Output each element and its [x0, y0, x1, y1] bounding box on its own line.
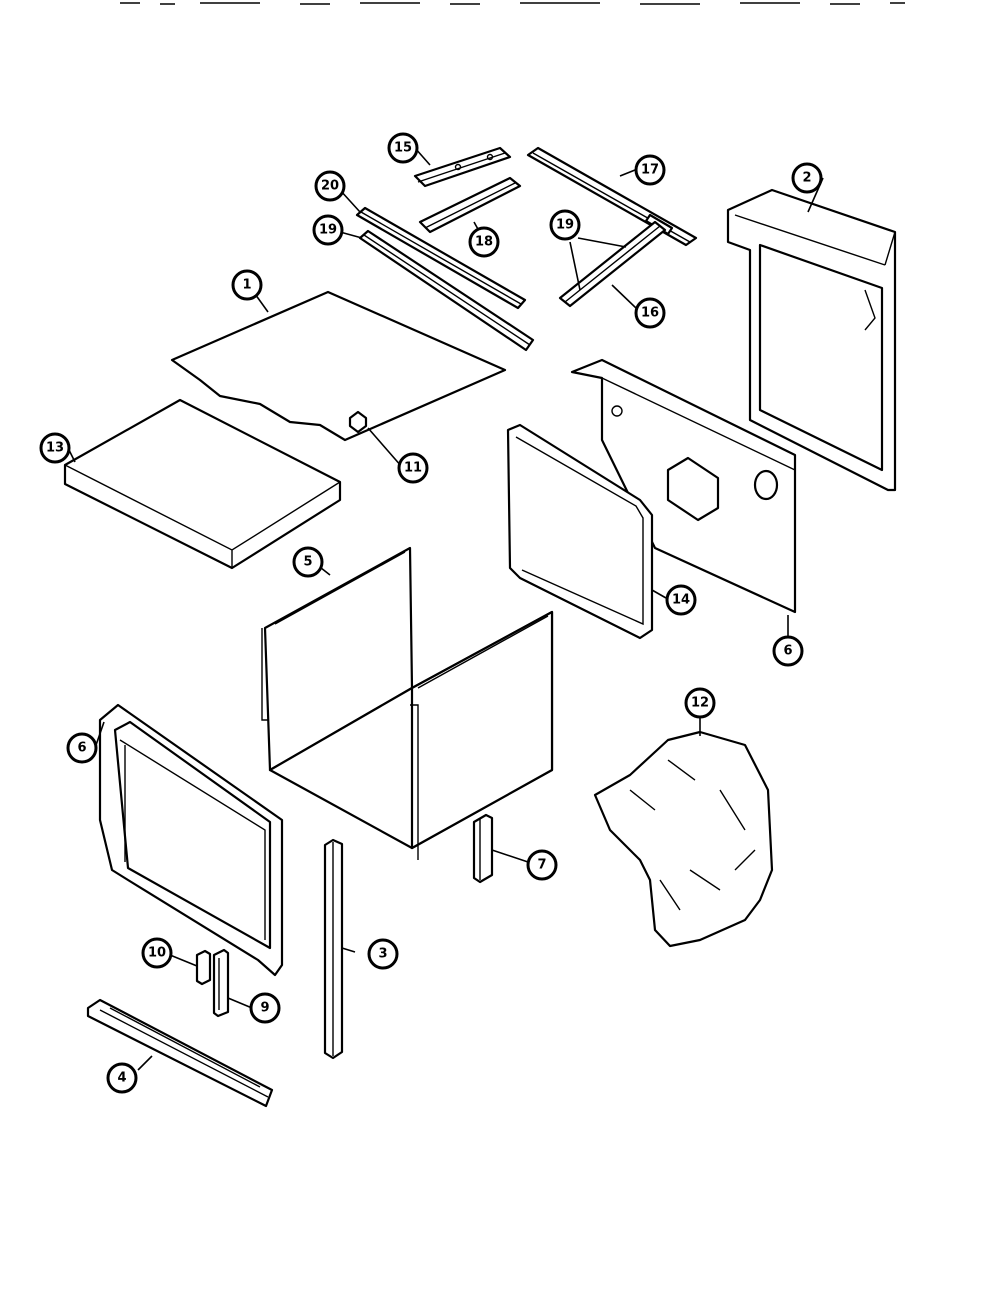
callout-4-label: 4: [117, 1071, 126, 1086]
part-13-insulation-pad: [63, 398, 342, 570]
callout-20-label: 20: [321, 179, 339, 194]
callout-19a-label: 19: [556, 218, 574, 233]
callout-3-label: 3: [378, 947, 387, 962]
callout-5: 5: [292, 546, 324, 578]
callout-15: 15: [387, 132, 419, 164]
callout-11-label: 11: [404, 461, 422, 476]
callout-9: 9: [249, 992, 281, 1024]
leader-lines: [67, 147, 824, 1071]
part-1-top-panel: [170, 290, 507, 442]
callout-18-label: 18: [475, 235, 493, 250]
part-18-channel: [418, 176, 522, 234]
part-19-bar-left: [358, 229, 535, 352]
part-15-bracket: [413, 146, 512, 188]
part-10-clip: [195, 949, 212, 986]
header-fragment: [120, 2, 905, 5]
callout-19-right: 19: [549, 209, 581, 241]
part-20-bar: [355, 206, 527, 310]
part-16-channel: [558, 220, 667, 308]
part-8-back-panel: [570, 358, 797, 614]
callout-16-label: 16: [641, 306, 659, 321]
callout-6a-label: 6: [77, 741, 86, 756]
callout-20: 20: [314, 170, 346, 202]
callout-17-label: 17: [641, 163, 659, 178]
callout-4: 4: [106, 1062, 138, 1094]
part-3-vertical-trim: [323, 838, 344, 1060]
callout-2: 2: [791, 162, 823, 194]
callout-13-label: 13: [46, 441, 64, 456]
callout-1: 1: [231, 269, 263, 301]
callout-11: 11: [397, 452, 429, 484]
callout-10-label: 10: [148, 946, 166, 961]
callout-10: 10: [141, 937, 173, 969]
callout-14-label: 14: [672, 593, 690, 608]
callout-16: 16: [634, 297, 666, 329]
callout-12-label: 12: [691, 696, 709, 711]
callout-5-label: 5: [303, 555, 312, 570]
part-6-front-frame: [98, 703, 284, 977]
part-17-rail: [526, 146, 698, 247]
callout-6-front-frame: 6: [66, 732, 98, 764]
callout-14: 14: [665, 584, 697, 616]
callout-7: 7: [526, 849, 558, 881]
callout-15-label: 15: [394, 141, 412, 156]
callout-13: 13: [39, 432, 71, 464]
part-14-gasket-panel: [506, 423, 654, 640]
part-4-kick-plate: [86, 998, 274, 1108]
callout-12: 12: [684, 687, 716, 719]
part-7-trim: [472, 813, 494, 884]
part-12-insulation-blanket: [593, 730, 774, 948]
callout-6-back-panel: 6: [772, 635, 804, 667]
callout-1-label: 1: [242, 278, 251, 293]
callout-7-label: 7: [537, 858, 546, 873]
callout-19b-label: 19: [319, 223, 337, 238]
callout-3: 3: [367, 938, 399, 970]
callout-2-label: 2: [802, 171, 811, 186]
part-9-strip: [212, 948, 230, 1018]
callout-17: 17: [634, 154, 666, 186]
callout-18: 18: [468, 226, 500, 258]
callout-9-label: 9: [260, 1001, 269, 1016]
part-2-rear-frame: [726, 188, 897, 492]
callout-6b-label: 6: [783, 644, 792, 659]
part-5-cabinet-wrapper: [261, 546, 554, 860]
callout-19-left: 19: [312, 214, 344, 246]
